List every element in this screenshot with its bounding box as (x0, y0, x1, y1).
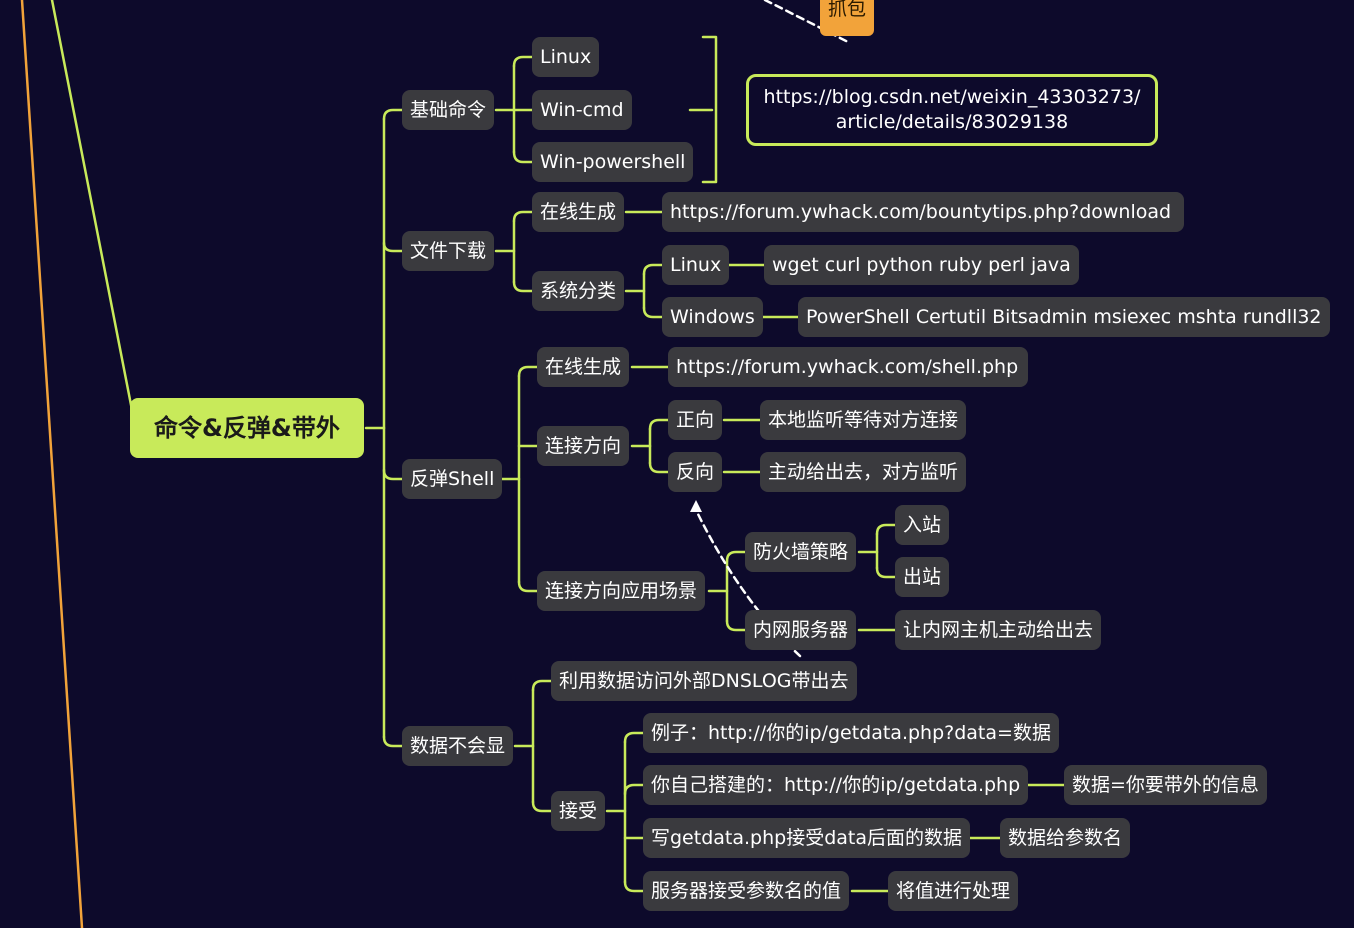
direction-scenario-node[interactable]: 连接方向应用场景 (537, 571, 706, 611)
csdn-url-box[interactable]: https://blog.csdn.net/weixin_43303273/ a… (746, 74, 1158, 146)
download-online-url[interactable]: https://forum.ywhack.com/bountytips.php?… (662, 192, 1184, 232)
root-topic[interactable]: 命令&反弹&带外 (130, 398, 364, 458)
param-node[interactable]: 数据给参数名 (1000, 818, 1131, 858)
reverse-shell-node[interactable]: 反弹Shell (402, 459, 503, 499)
download-windows-node[interactable]: Windows (662, 297, 763, 337)
shell-online-node[interactable]: 在线生成 (537, 347, 630, 387)
linux-node[interactable]: Linux (532, 37, 600, 77)
forward-desc-node[interactable]: 本地监听等待对方连接 (760, 400, 967, 440)
accept-node[interactable]: 接受 (551, 791, 606, 831)
outbound-node[interactable]: 出站 (895, 557, 950, 597)
download-online-node[interactable]: 在线生成 (532, 192, 625, 232)
shell-online-url[interactable]: https://forum.ywhack.com/shell.php (668, 347, 1028, 387)
write-php-node[interactable]: 写getdata.php接受data后面的数据 (643, 818, 970, 858)
example-node[interactable]: 例子：http://你的ip/getdata.php?data=数据 (643, 713, 1059, 753)
win-powershell-node[interactable]: Win-powershell (532, 142, 694, 182)
system-category-node[interactable]: 系统分类 (532, 271, 625, 311)
csdn-url-line2: article/details/83029138 (835, 111, 1069, 133)
connection-direction-node[interactable]: 连接方向 (537, 426, 630, 466)
linux-tools-node[interactable]: wget curl python ruby perl java (764, 245, 1079, 285)
dnslog-node[interactable]: 利用数据访问外部DNSLOG带出去 (551, 661, 857, 701)
forward-node[interactable]: 正向 (668, 400, 723, 440)
process-node[interactable]: 将值进行处理 (888, 871, 1019, 911)
basic-commands-node[interactable]: 基础命令 (402, 90, 495, 130)
intranet-server-node[interactable]: 内网服务器 (745, 610, 857, 650)
inbound-node[interactable]: 入站 (895, 505, 950, 545)
windows-tools-node[interactable]: PowerShell Certutil Bitsadmin msiexec ms… (798, 297, 1330, 337)
download-linux-node[interactable]: Linux (662, 245, 730, 285)
win-cmd-node[interactable]: Win-cmd (532, 90, 632, 130)
file-download-node[interactable]: 文件下载 (402, 231, 495, 271)
intranet-desc-node[interactable]: 让内网主机主动给出去 (895, 610, 1102, 650)
firewall-policy-node[interactable]: 防火墙策略 (745, 532, 857, 572)
csdn-url-line1: https://blog.csdn.net/weixin_43303273/ (763, 86, 1141, 108)
reverse-node[interactable]: 反向 (668, 452, 723, 492)
reverse-desc-node[interactable]: 主动给出去，对方监听 (760, 452, 967, 492)
server-accept-node[interactable]: 服务器接受参数名的值 (643, 871, 850, 911)
no-echo-node[interactable]: 数据不会显 (402, 726, 514, 766)
self-built-note-node[interactable]: 数据=你要带外的信息 (1064, 765, 1267, 805)
capture-tag[interactable]: 抓包 (820, 0, 875, 36)
self-built-node[interactable]: 你自己搭建的：http://你的ip/getdata.php (643, 765, 1029, 805)
